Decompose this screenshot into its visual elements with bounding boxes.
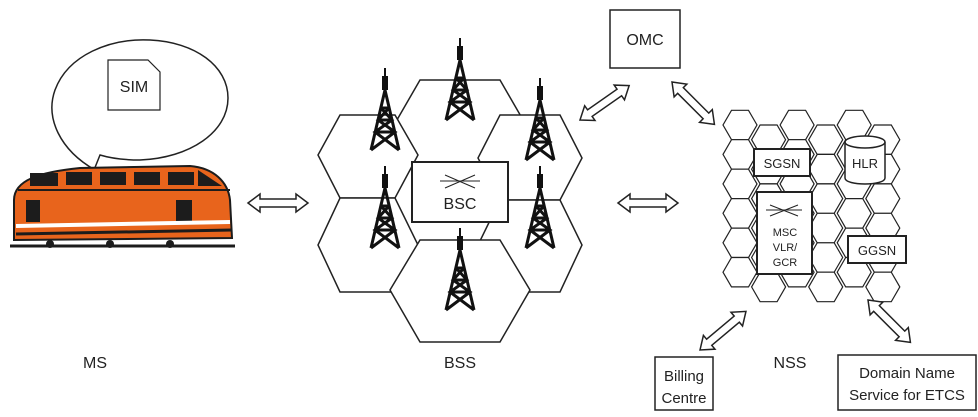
hlr-database-icon bbox=[844, 135, 886, 185]
arrow-bss-nss bbox=[617, 193, 679, 213]
nss-hex-cell bbox=[750, 271, 787, 303]
nss-hex-cell bbox=[722, 256, 758, 288]
billing-label-line-1: Billing bbox=[664, 368, 704, 385]
ggsn-label: GGSN bbox=[858, 243, 896, 258]
billing-label-line-2: Centre bbox=[661, 390, 706, 407]
nss-hex-cell bbox=[836, 198, 872, 229]
ggsn-box bbox=[847, 235, 907, 264]
msc-box bbox=[756, 191, 813, 275]
arrow-nss-billing bbox=[693, 303, 753, 358]
msc-label-line-2: VLR/ bbox=[773, 242, 798, 254]
sim-label: SIM bbox=[120, 79, 148, 96]
dns-label-line-2: Service for ETCS bbox=[849, 387, 965, 404]
nss-hex-cell bbox=[722, 109, 758, 141]
hlr-label: HLR bbox=[852, 156, 878, 171]
nss-hex-cell bbox=[722, 227, 758, 259]
nss-hex-cell bbox=[722, 168, 758, 200]
nss-hex-cell bbox=[722, 139, 758, 170]
nss-caption: NSS bbox=[774, 355, 807, 372]
nss-hex-cell bbox=[779, 109, 815, 141]
bsc-label: BSC bbox=[444, 196, 477, 213]
nss-hex-cell bbox=[808, 183, 844, 214]
msc-label-line-3: GCR bbox=[773, 257, 798, 269]
arrow-ms-bss bbox=[247, 193, 309, 213]
nss-hex-cell bbox=[722, 198, 758, 229]
msc-label-line-1: MSC bbox=[773, 227, 798, 239]
arrow-omc-bss bbox=[574, 77, 636, 129]
sgsn-label: SGSN bbox=[764, 156, 801, 171]
ms-caption: MS bbox=[83, 355, 107, 372]
billing-centre-box bbox=[654, 356, 714, 411]
dns-box bbox=[837, 354, 977, 411]
nss-hex-cell bbox=[808, 124, 844, 155]
omc-label: OMC bbox=[626, 32, 663, 49]
omc-box bbox=[609, 9, 681, 69]
nss-hex-cell bbox=[808, 271, 844, 303]
nss-hex-cell bbox=[865, 271, 901, 303]
nss-hex-cell bbox=[808, 212, 844, 244]
nss-hex-cell bbox=[808, 153, 844, 185]
sgsn-box bbox=[753, 148, 811, 177]
nss-hex-cell bbox=[865, 183, 901, 214]
sim-card-icon bbox=[107, 59, 161, 111]
dns-label-line-1: Domain Name bbox=[859, 365, 955, 382]
train-icon bbox=[10, 164, 235, 248]
nss-hex-cell bbox=[808, 242, 844, 273]
bss-caption: BSS bbox=[444, 355, 476, 372]
bsc-box bbox=[411, 161, 509, 223]
arrow-omc-nss bbox=[664, 74, 722, 132]
